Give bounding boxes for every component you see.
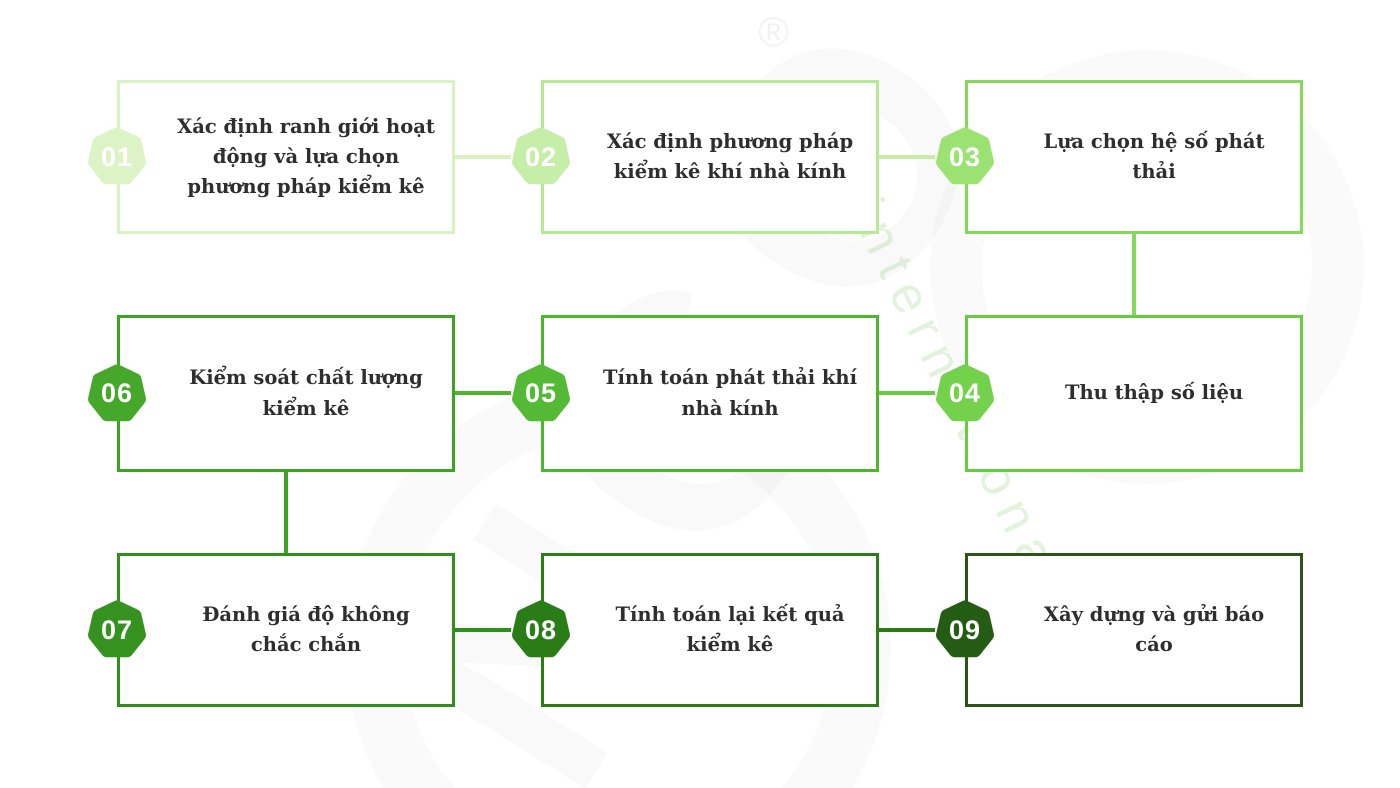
step-box-09: 09 Xây dựng và gửi báo cáo xyxy=(936,553,1303,707)
step-box-02: 02 Xác định phương pháp kiểm kê khí nhà … xyxy=(512,80,879,234)
step-07-badge: 07 xyxy=(86,599,148,661)
step-number: 03 xyxy=(948,141,982,172)
step-08-badge: 08 xyxy=(510,599,572,661)
step-label: Xác định phương pháp kiểm kê khí nhà kín… xyxy=(606,129,854,183)
registered-trademark-icon: ® xyxy=(758,8,789,55)
connector-06-07 xyxy=(284,472,288,553)
badge-heptagon-icon xyxy=(88,127,146,185)
connector-02-03 xyxy=(879,155,935,159)
step-number: 04 xyxy=(948,378,982,408)
step-label: Xây dựng và gửi báo cáo xyxy=(1043,602,1265,656)
step-number: 02 xyxy=(524,141,558,172)
step-box-04: 04 Thu thập số liệu xyxy=(936,315,1303,472)
step-number: 05 xyxy=(524,378,558,408)
step-01-badge: 01 xyxy=(86,126,148,188)
step-number: 09 xyxy=(948,614,982,645)
badge-heptagon-icon xyxy=(512,363,570,421)
badge-heptagon-icon xyxy=(88,363,146,421)
connector-01-02 xyxy=(455,155,511,159)
step-label: Thu thập số liệu xyxy=(1064,381,1244,405)
connector-06-05 xyxy=(455,391,511,395)
step-number: 06 xyxy=(100,378,134,408)
connector-03-04 xyxy=(1132,234,1136,315)
badge-heptagon-icon xyxy=(936,600,994,658)
step-number: 01 xyxy=(100,141,134,172)
step-03-badge: 03 xyxy=(934,126,996,188)
step-number: 08 xyxy=(524,614,558,645)
step-box-07: 07 Đánh giá độ không chắc chắn xyxy=(88,553,455,707)
step-label: Xác định ranh giới hoạt động và lựa chọn… xyxy=(177,114,435,199)
step-box-05: 05 Tính toán phát thải khí nhà kính xyxy=(512,315,879,472)
step-05-badge: 05 xyxy=(510,363,572,425)
badge-heptagon-icon xyxy=(936,127,994,185)
step-06-badge: 06 xyxy=(86,363,148,425)
step-09-badge: 09 xyxy=(934,599,996,661)
step-box-08: 08 Tính toán lại kết quả kiểm kê xyxy=(512,553,879,707)
step-number: 07 xyxy=(100,614,134,645)
step-label: Tính toán phát thải khí nhà kính xyxy=(602,366,858,420)
badge-heptagon-icon xyxy=(936,363,994,421)
badge-heptagon-icon xyxy=(88,600,146,658)
step-box-01: 01 Xác định ranh giới hoạt động và lựa c… xyxy=(88,80,455,234)
step-box-03: 03 Lựa chọn hệ số phát thải xyxy=(936,80,1303,234)
connector-05-04 xyxy=(879,391,935,395)
step-label: Kiểm soát chất lượng kiểm kê xyxy=(189,366,423,420)
connector-07-08 xyxy=(455,628,511,632)
badge-heptagon-icon xyxy=(512,600,570,658)
step-04-badge: 04 xyxy=(934,363,996,425)
step-label: Lựa chọn hệ số phát thải xyxy=(1043,129,1265,183)
badge-heptagon-icon xyxy=(512,127,570,185)
step-label: Tính toán lại kết quả kiểm kê xyxy=(615,602,845,656)
step-02-badge: 02 xyxy=(510,126,572,188)
connector-08-09 xyxy=(879,628,935,632)
step-box-06: 06 Kiểm soát chất lượng kiểm kê xyxy=(88,315,455,472)
step-label: Đánh giá độ không chắc chắn xyxy=(202,602,410,656)
